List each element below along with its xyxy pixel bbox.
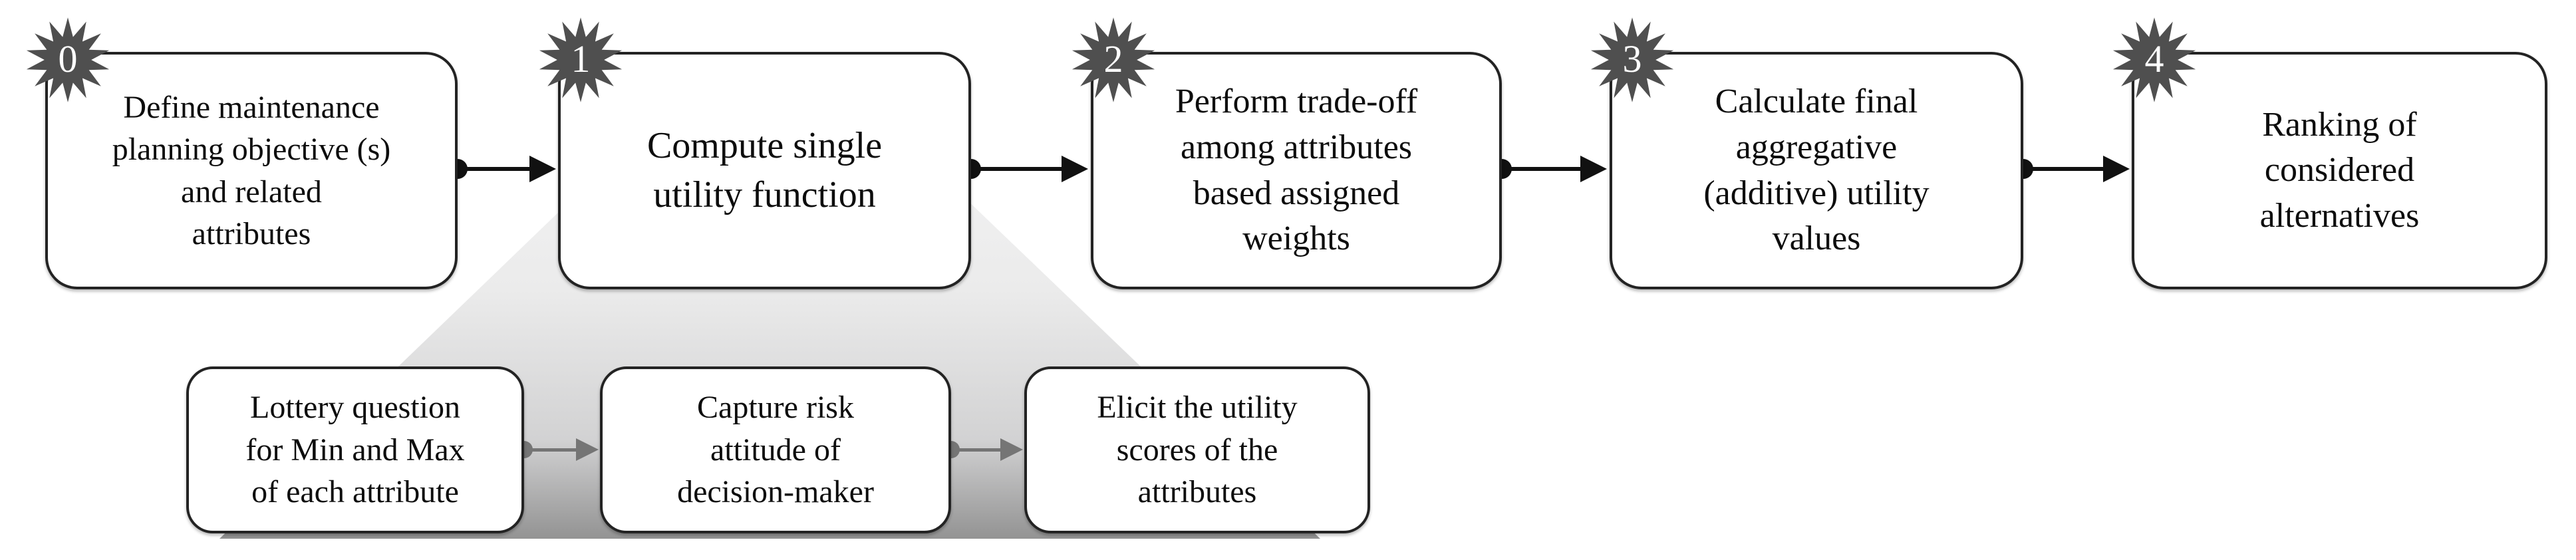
step-box-4: Ranking of considered alternatives (2132, 52, 2547, 289)
step-number: 3 (1622, 37, 1642, 80)
step-text: Compute single utility function (646, 124, 883, 215)
substep-box-elicit-scores: Elicit the utility scores of the attribu… (1024, 366, 1370, 533)
starburst-icon (1072, 17, 1155, 102)
connector-line (528, 448, 580, 452)
arrowhead-icon (576, 438, 599, 461)
step-box-3: Calculate final aggregative (additive) u… (1610, 52, 2023, 289)
step-number: 0 (58, 37, 78, 80)
arrowhead-icon (1000, 438, 1023, 461)
substep-box-risk-attitude: Capture risk attitude of decision-maker (600, 366, 951, 533)
step-text: Ranking of considered alternatives (2259, 105, 2420, 235)
connector-line (976, 167, 1067, 171)
step-number: 1 (571, 37, 591, 80)
substep-box-lottery-question: Lottery question for Min and Max of each… (186, 366, 524, 533)
arrowhead-icon (1580, 156, 1607, 182)
starburst-icon (26, 17, 110, 102)
step-badge-4: 4 (2110, 16, 2198, 104)
substep-text: Lottery question for Min and Max of each… (245, 390, 465, 510)
step-text: Calculate final aggregative (additive) u… (1703, 82, 1930, 258)
step-badge-1: 1 (537, 16, 625, 104)
step-badge-0: 0 (24, 16, 112, 104)
step-text: Define maintenance planning objective (s… (112, 89, 391, 251)
connector-line (463, 167, 535, 171)
starburst-icon (1590, 17, 1674, 102)
arrowhead-icon (1062, 156, 1088, 182)
step-text: Perform trade-off among attributes based… (1175, 82, 1418, 258)
arrowhead-icon (2103, 156, 2130, 182)
arrowhead-icon (529, 156, 556, 182)
step-box-2: Perform trade-off among attributes based… (1091, 52, 1502, 289)
substep-text: Capture risk attitude of decision-maker (677, 390, 874, 510)
starburst-icon (2112, 17, 2196, 102)
connector-line (1507, 167, 1586, 171)
connector-line (2029, 167, 2108, 171)
connector-line (955, 448, 1004, 452)
step-box-0: Define maintenance planning objective (s… (45, 52, 458, 289)
step-number: 2 (1103, 37, 1123, 80)
step-badge-2: 2 (1070, 16, 1157, 104)
step-badge-3: 3 (1588, 16, 1676, 104)
starburst-icon (539, 17, 623, 102)
step-number: 4 (2144, 37, 2164, 80)
step-box-1: Compute single utility function (558, 52, 971, 289)
substep-text: Elicit the utility scores of the attribu… (1097, 390, 1298, 510)
